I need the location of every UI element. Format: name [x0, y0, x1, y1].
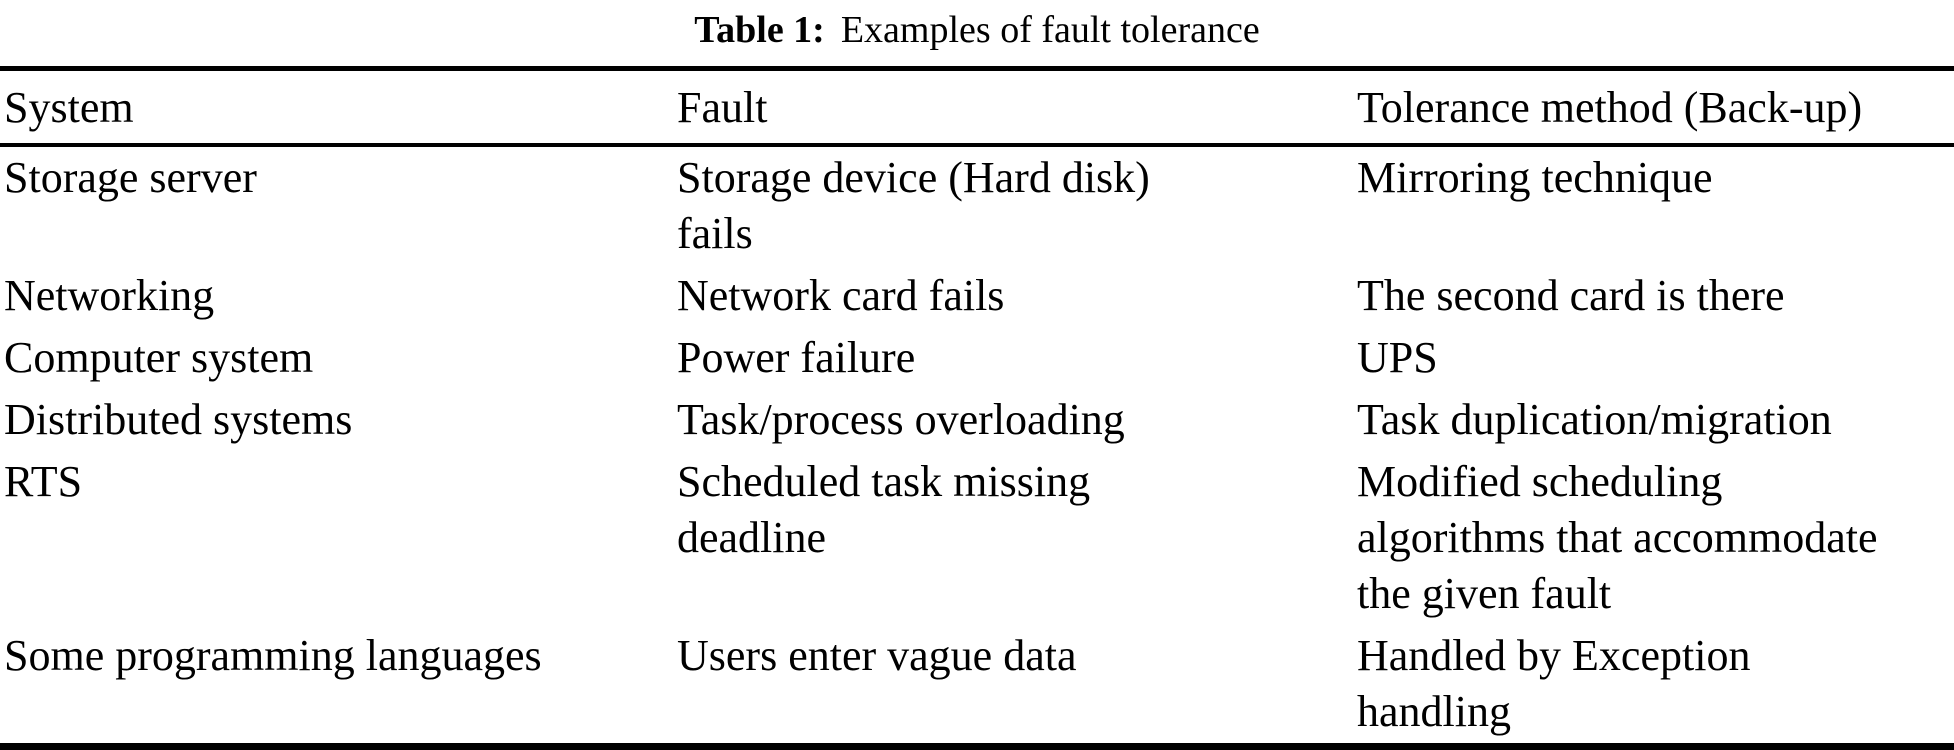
cell-system: Distributed systems	[4, 395, 353, 444]
table-row: Computer system Power failure UPS	[0, 327, 1954, 389]
table-row: Distributed systems Task/process overloa…	[0, 389, 1954, 451]
cell-tolerance: Handled by Exception handling	[1357, 631, 1751, 736]
cell-system: Computer system	[4, 333, 314, 382]
cell-tolerance: Task duplication/migration	[1357, 395, 1832, 444]
table-row: Some programming languages Users enter v…	[0, 625, 1954, 747]
cell-system: RTS	[4, 457, 83, 506]
fault-tolerance-table: System Fault Tolerance method (Back-up) …	[0, 66, 1954, 750]
cell-fault: Network card fails	[677, 271, 1005, 320]
cell-tolerance: Modified scheduling algorithms that acco…	[1357, 457, 1878, 618]
table-caption: Table 1: Examples of fault tolerance	[0, 0, 1954, 60]
cell-fault: Task/process overloading	[677, 395, 1125, 444]
col-header-fault: Fault	[677, 68, 1357, 147]
cell-tolerance: Mirroring technique	[1357, 153, 1713, 202]
cell-fault: Users enter vague data	[677, 631, 1077, 680]
cell-system: Networking	[4, 271, 215, 320]
cell-system: Some programming languages	[4, 631, 542, 680]
table-caption-label: Table 1:	[694, 9, 825, 51]
table-body: Storage server Storage device (Hard disk…	[0, 145, 1954, 747]
cell-tolerance: The second card is there	[1357, 271, 1785, 320]
table-caption-text: Examples of fault tolerance	[840, 9, 1260, 51]
header-row: System Fault Tolerance method (Back-up)	[0, 68, 1954, 147]
table-header: System Fault Tolerance method (Back-up)	[0, 68, 1954, 147]
cell-fault: Storage device (Hard disk) fails	[677, 153, 1150, 258]
col-header-system: System	[0, 68, 677, 147]
table-row: Storage server Storage device (Hard disk…	[0, 145, 1954, 265]
col-header-tolerance: Tolerance method (Back-up)	[1357, 68, 1954, 147]
cell-tolerance: UPS	[1357, 333, 1438, 382]
cell-fault: Power failure	[677, 333, 916, 382]
cell-fault: Scheduled task missing deadline	[677, 457, 1091, 562]
table-row: RTS Scheduled task missing deadline Modi…	[0, 451, 1954, 625]
cell-system: Storage server	[4, 153, 257, 202]
table-row: Networking Network card fails The second…	[0, 265, 1954, 327]
